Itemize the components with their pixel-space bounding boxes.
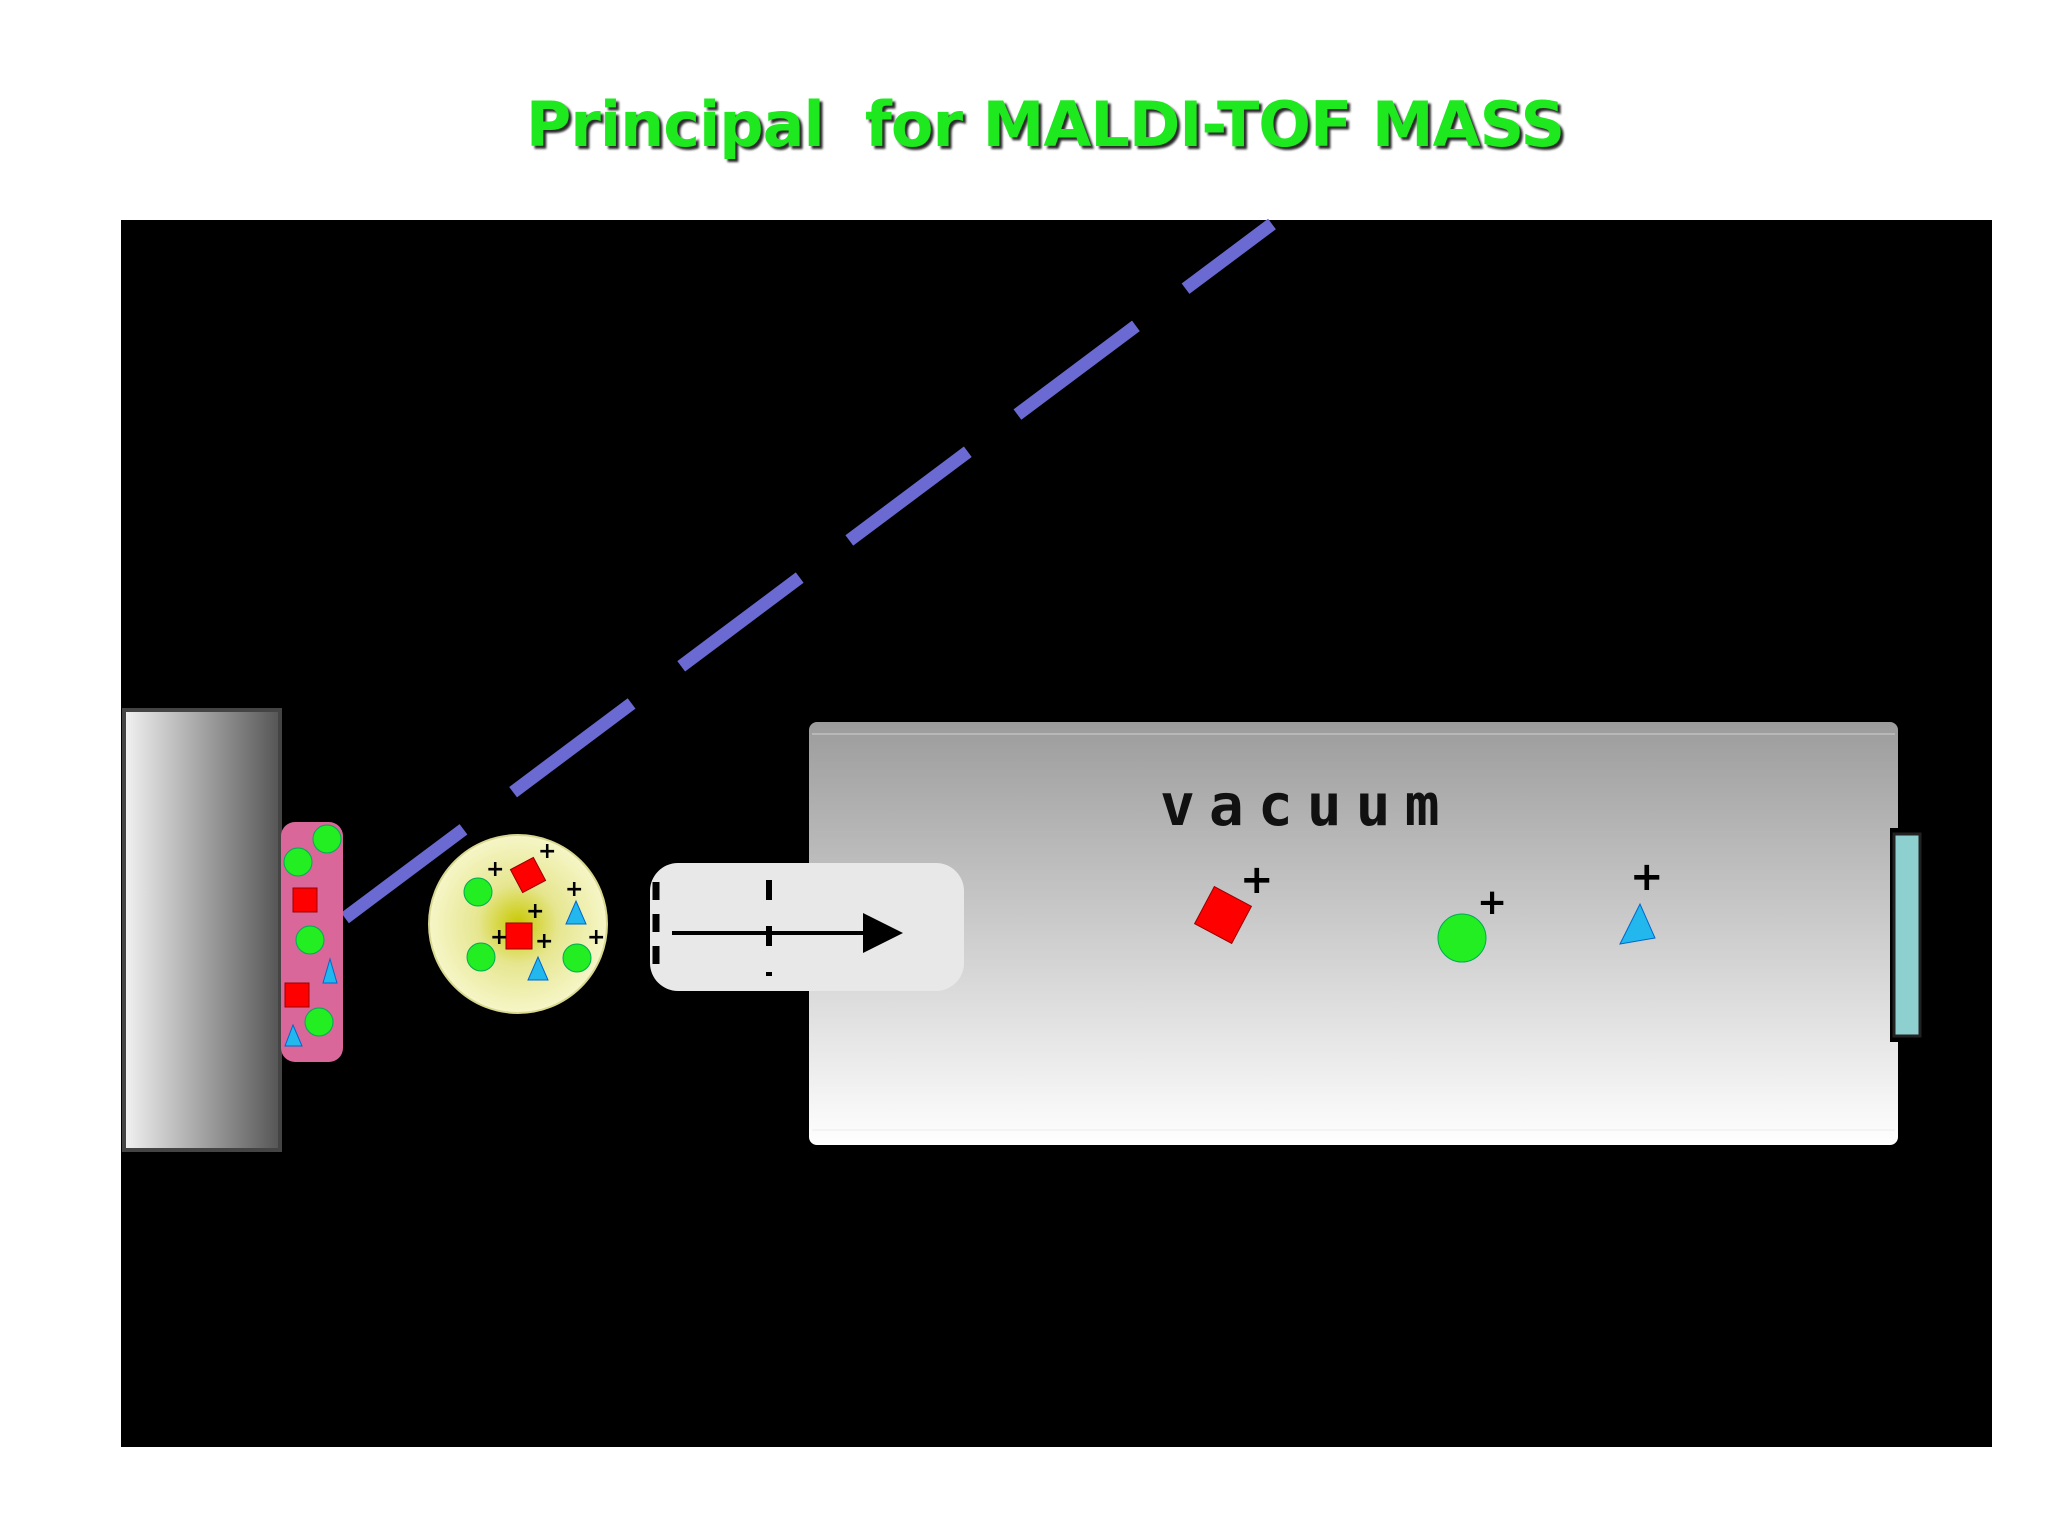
flight-tube: vacuum [809, 722, 1898, 1145]
plus-charge-icon: + [535, 929, 553, 954]
analyte-circle-icon [304, 1007, 334, 1037]
analyte-square-icon [505, 922, 533, 950]
vacuum-label: vacuum [1160, 771, 1454, 839]
analyte-square-icon [292, 887, 318, 913]
laser-beam [341, 218, 1276, 924]
plus-charge-icon: + [538, 839, 556, 864]
analyte-square-icon [509, 856, 547, 894]
plus-charge-icon: + [1630, 854, 1664, 900]
analyte-circle-icon [312, 824, 342, 854]
plus-charge-icon: + [1240, 857, 1274, 903]
ion-square-icon [1193, 885, 1253, 945]
sample-plate [122, 708, 282, 1152]
page-title: Principal for MALDI-TOF MASS [525, 88, 1565, 161]
analyte-circle-icon [463, 877, 493, 907]
plus-charge-icon: + [486, 857, 504, 882]
ion-circle-icon [1437, 913, 1487, 963]
analyte-circle-icon [295, 925, 325, 955]
matrix-strip [281, 822, 343, 1062]
ion-triangle-icon [1619, 902, 1656, 945]
analyte-circle-icon [283, 847, 313, 877]
analyte-square-icon [284, 982, 310, 1008]
analyte-circle-icon [562, 943, 592, 973]
analyte-triangle-icon [565, 899, 587, 925]
plus-charge-icon: + [587, 925, 605, 950]
analyte-triangle-icon [284, 1023, 303, 1047]
analyte-triangle-icon [527, 955, 549, 981]
ionization-plume: + + + + + + + [428, 834, 608, 1014]
analyte-circle-icon [466, 942, 496, 972]
plus-charge-icon: + [1477, 882, 1507, 923]
plus-charge-icon: + [565, 877, 583, 902]
plus-charge-icon: + [526, 899, 544, 924]
plus-charge-icon: + [490, 925, 508, 950]
analyte-triangle-icon [322, 957, 338, 984]
acceleration-region [650, 863, 964, 991]
ions-in-flight: + + + [1193, 854, 1664, 963]
detector [1890, 828, 1922, 1042]
